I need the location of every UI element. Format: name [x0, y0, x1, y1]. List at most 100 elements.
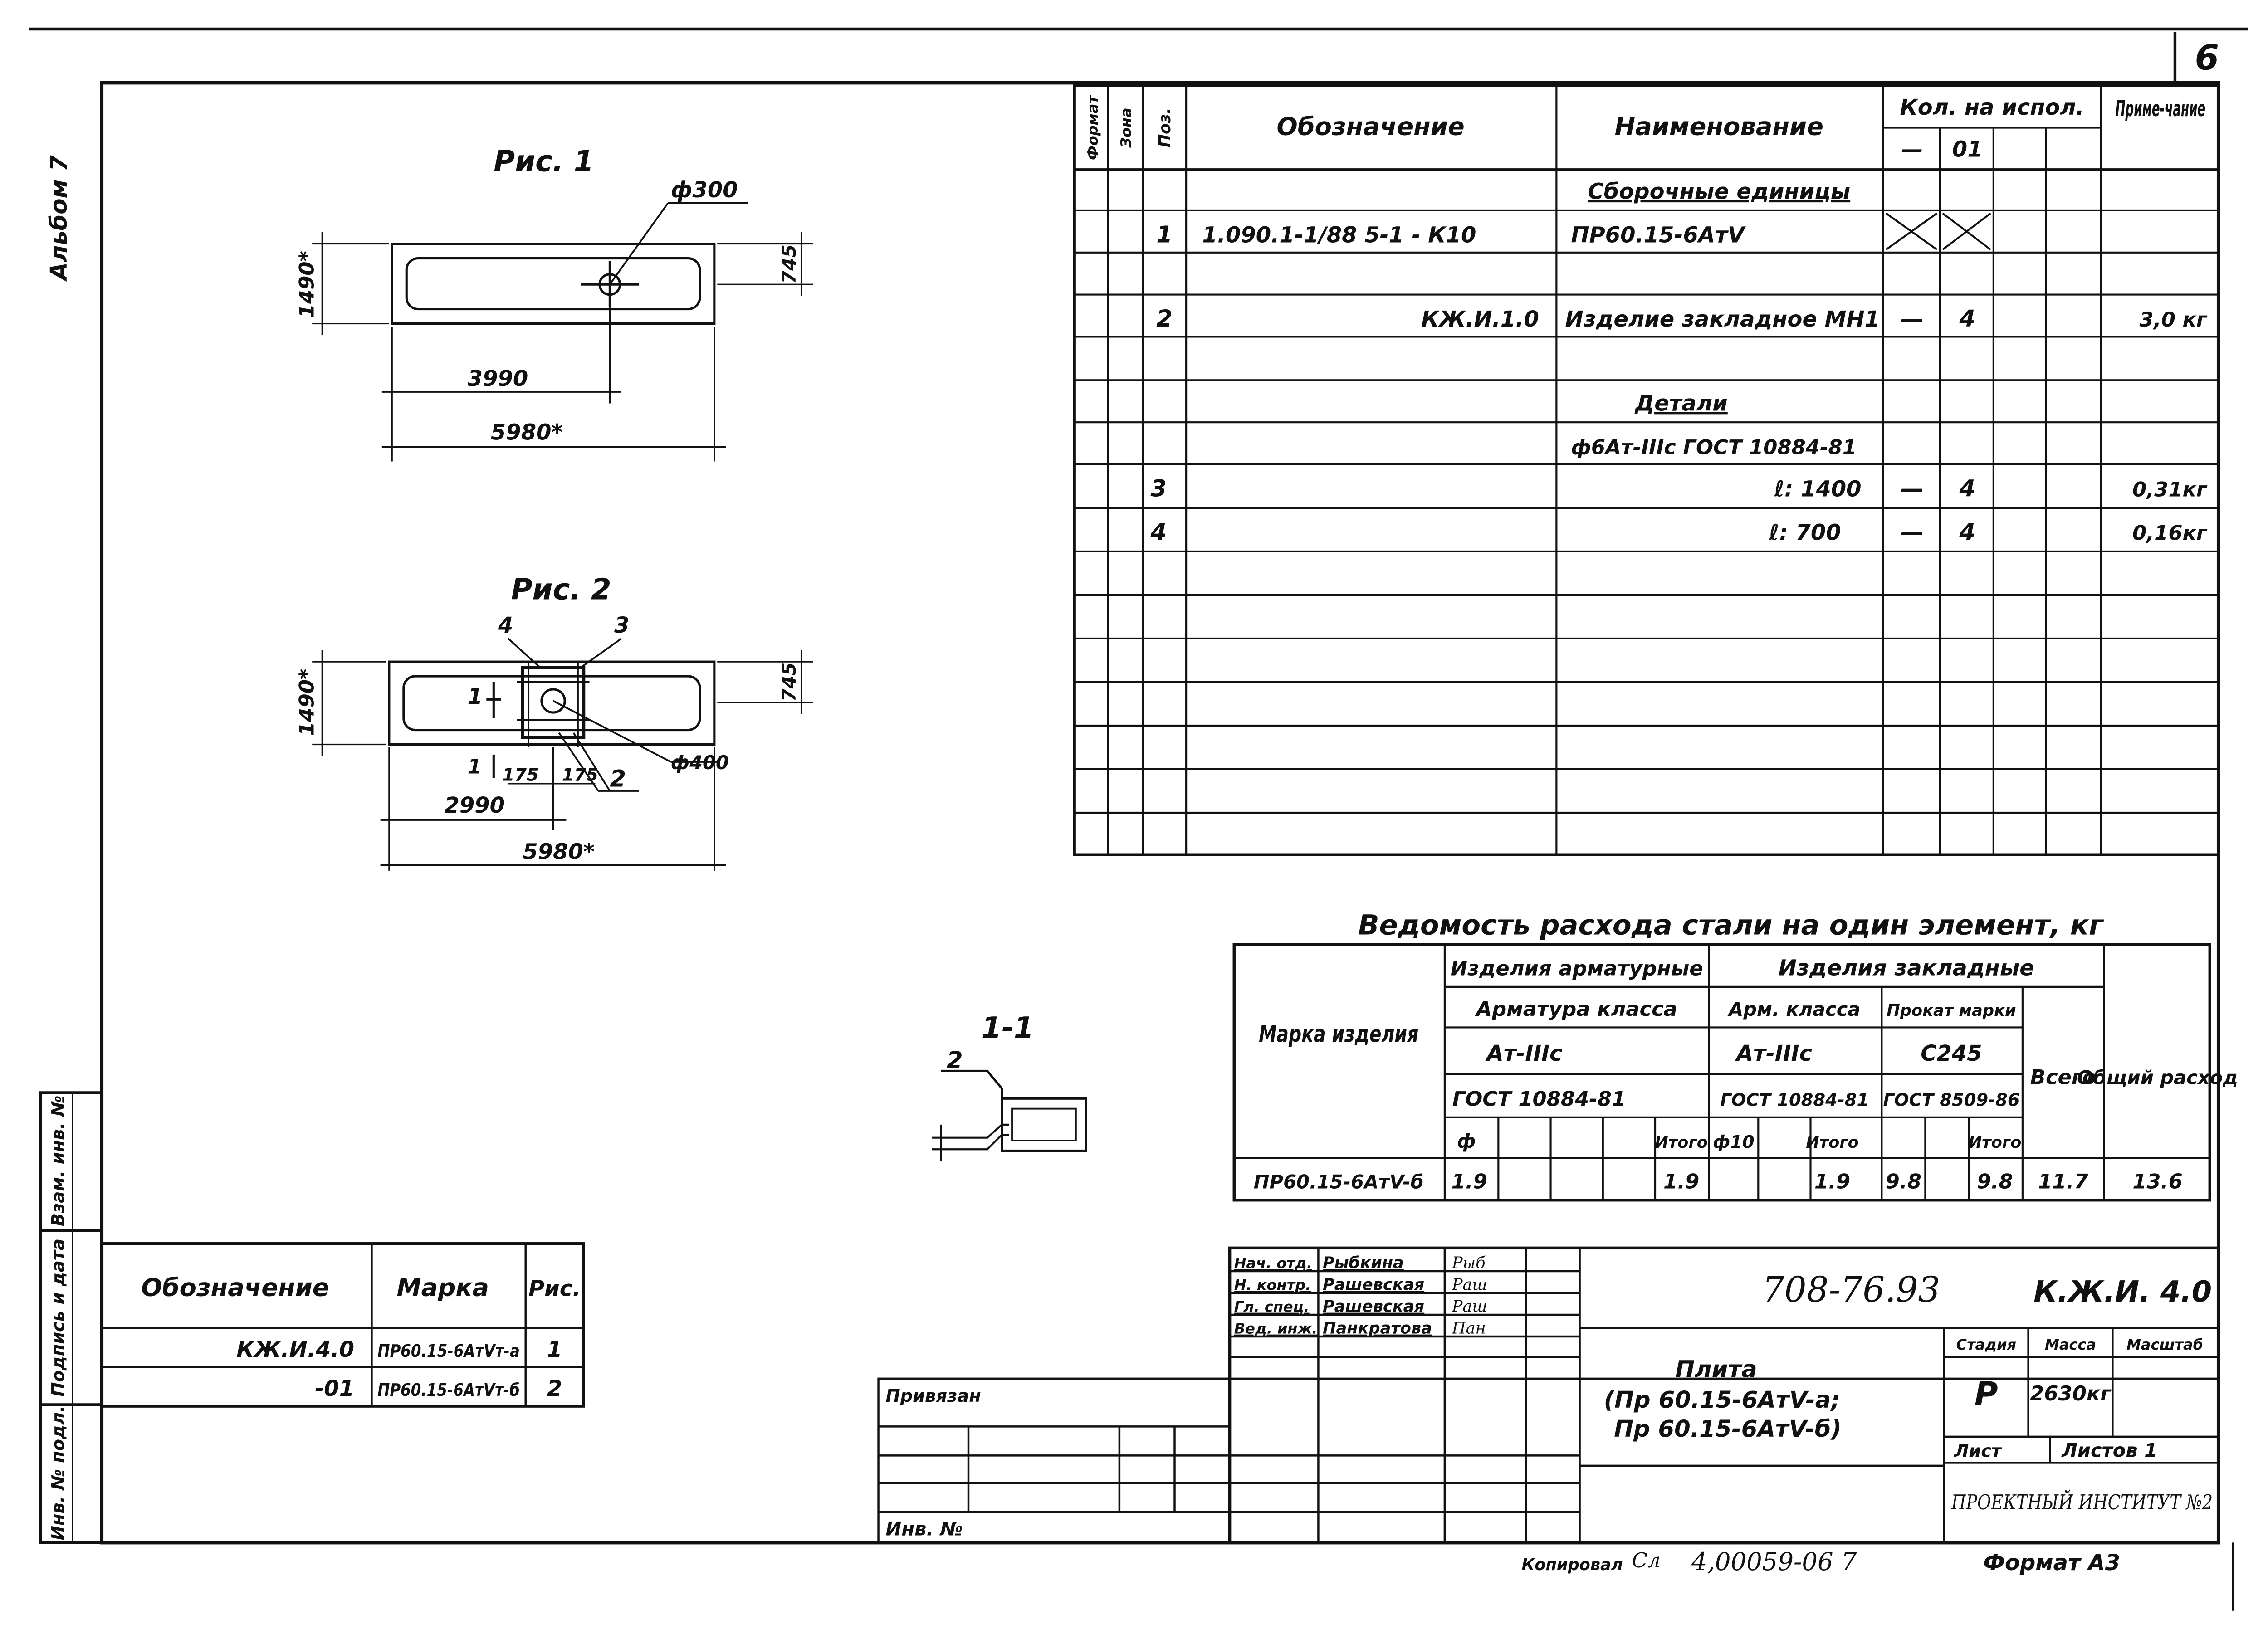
tb-name-1: Рашевская: [1323, 1276, 1424, 1294]
variants-hdr-fig: Рис.: [528, 1276, 581, 1301]
steel-row-v3: 9.8: [1886, 1170, 1921, 1194]
tb-sign-1: Раш: [1452, 1276, 1487, 1294]
fig2-hole: ф400: [671, 751, 729, 774]
tb-product-l1: Плита: [1675, 1356, 1757, 1383]
sheet-number: 6: [2195, 38, 2219, 78]
steel-row-v2-total: 1.9: [1814, 1170, 1850, 1194]
footer: Копировал Сл 4,00059-06 7 Формат А3: [1522, 1547, 2121, 1576]
steel-title: Ведомость расхода стали на один элемент,…: [1358, 910, 2104, 941]
binding-attached: Привязан: [886, 1386, 981, 1406]
binding-inv: Инв. №: [886, 1517, 963, 1540]
spec-row-4-name: ф6Ат-IIIс ГОСТ 10884-81: [1571, 435, 1857, 459]
section-title: 1-1: [982, 1011, 1034, 1045]
figure-1: Рис. 1 ф300 1490* 745 3990: [294, 145, 813, 462]
stamp-inv: Инв. № подл.: [48, 1405, 68, 1540]
tb-product-l3: Пр 60.15-6АтV-б): [1614, 1415, 1842, 1443]
fig2-half-height: 745: [778, 663, 800, 702]
steel-rolled: Прокат марки: [1887, 1001, 2016, 1020]
spec-row-2-name: Изделие закладное МН1: [1565, 307, 1880, 332]
steel-embed-gost: ГОСТ 10884-81: [1720, 1090, 1869, 1110]
variants-row-0-mark: ПР60.15-6АтVт-а: [377, 1341, 520, 1361]
steel-itogo-1: Итого: [1655, 1133, 1708, 1152]
fig2-section-mark: 1: [468, 755, 482, 779]
figure-2: Рис. 2 4 3: [294, 573, 813, 871]
steel-d1: ф: [1457, 1130, 1476, 1152]
steel-rebar-group: Изделия арматурные: [1451, 956, 1703, 980]
spec-row-5-note: 0,31кг: [2132, 477, 2208, 501]
tb-product-l2: (Пр 60.15-6АтV-а;: [1604, 1386, 1840, 1414]
spec-table: Формат Зона Поз. Обозначение Наименовани…: [1073, 84, 2220, 856]
variants-hdr-mark: Марка: [397, 1273, 489, 1302]
spec-row-5-q1: —: [1901, 475, 1924, 502]
variants-row-0-designation: КЖ.И.4.0: [236, 1337, 354, 1362]
fig2-dim-b: 175: [562, 765, 598, 785]
steel-row-v1: 1.9: [1452, 1170, 1487, 1194]
variants-row-1-fig: 2: [547, 1376, 562, 1401]
spec-row-5-pos: 3: [1150, 475, 1167, 502]
sheet-frame: [29, 27, 2248, 1611]
steel-embed-class: Арм. класса: [1727, 998, 1860, 1020]
steel-row-v3-total: 9.8: [1977, 1170, 2013, 1194]
spec-row-3-name: Детали: [1634, 391, 1727, 416]
spec-hdr-qty: Кол. на испол.: [1900, 95, 2084, 120]
steel-itogo-2: Итого: [1806, 1133, 1859, 1152]
spec-row-2-pos: 2: [1156, 305, 1173, 332]
tb-name-0: Рыбкина: [1323, 1254, 1404, 1273]
steel-overall-header: Общий расход: [2077, 1066, 2238, 1088]
tb-role-2: Гл. спец.: [1234, 1298, 1310, 1316]
steel-itogo-3: Итого: [1969, 1133, 2022, 1152]
fig2-dim-a: 175: [503, 765, 539, 785]
spec-row-1-name: ПР60.15-6АтV: [1571, 222, 1746, 248]
variants-hdr-designation: Обозначение: [141, 1273, 329, 1302]
tb-mass: 2630кг: [2030, 1381, 2112, 1405]
footer-format: Формат А3: [1983, 1550, 2120, 1575]
fig1-offset: 3990: [468, 366, 528, 391]
spec-row-2-designation: КЖ.И.1.0: [1421, 307, 1539, 332]
spec-row-1-pos: 1: [1156, 221, 1173, 248]
fig2-offset: 2990: [444, 793, 505, 818]
steel-row-total: 11.7: [2038, 1170, 2088, 1194]
spec-row-5-q2: 4: [1959, 475, 1975, 502]
spec-hdr-format: Формат: [1084, 94, 1101, 160]
spec-row-1-designation: 1.090.1-1/88 5-1 - К10: [1202, 222, 1476, 248]
spec-row-6-q2: 4: [1959, 518, 1975, 546]
section-1-1: 1-1 2: [932, 1011, 1087, 1161]
variants-table: Обозначение Марка Рис. КЖ.И.4.0 ПР60.15-…: [100, 1242, 585, 1408]
tb-name-2: Рашевская: [1323, 1297, 1424, 1316]
tb-code: 708-76.93: [1762, 1270, 1940, 1310]
fig2-pos4: 4: [498, 613, 513, 638]
stamp-vzam: Взам. инв. №: [48, 1096, 68, 1227]
spec-row-2-note: 3,0 кг: [2140, 307, 2208, 332]
fig1-length: 5980*: [491, 420, 563, 445]
spec-row-2-q1: —: [1901, 305, 1924, 332]
spec-hdr-note: Приме-чание: [2116, 96, 2205, 122]
tb-sign-2: Раш: [1452, 1297, 1487, 1316]
spec-row-0-name: Сборочные единицы: [1588, 179, 1851, 204]
stamp-sign: Подпись и дата: [48, 1239, 68, 1397]
title-block: Нач. отд. Рыбкина Рыб Н. контр. Рашевска…: [1228, 1246, 2220, 1544]
steel-row-mark: ПР60.15-6АтV-б: [1254, 1171, 1424, 1193]
fig1-title: Рис. 1: [494, 145, 594, 179]
fig2-title: Рис. 2: [511, 573, 611, 607]
tb-sheets-label: Листов 1: [2061, 1439, 2157, 1462]
fig1-half-height: 745: [778, 244, 800, 284]
spec-row-5-name: ℓ: 1400: [1774, 476, 1861, 502]
steel-rebar-grade: Ат-IIIс: [1485, 1041, 1562, 1066]
tb-role-1: Н. контр.: [1234, 1277, 1311, 1294]
tb-org: ПРОЕКТНЫЙ ИНСТИТУТ №2: [1951, 1489, 2213, 1514]
steel-row-overall: 13.6: [2132, 1170, 2183, 1194]
variants-row-1-mark: ПР60.15-6АтVт-б: [377, 1380, 520, 1400]
spec-row-6-q1: —: [1901, 518, 1924, 546]
spec-hdr-designation: Обозначение: [1276, 112, 1464, 141]
footer-number: 4,00059-06 7: [1691, 1547, 1857, 1576]
footer-copied: Копировал: [1522, 1556, 1623, 1574]
spec-row-6-note: 0,16кг: [2132, 521, 2208, 545]
steel-row-v1-total: 1.9: [1663, 1170, 1699, 1194]
spec-hdr-qty-sub1: —: [1901, 137, 1923, 162]
steel-total-header: Всего: [2030, 1065, 2096, 1089]
spec-hdr-qty-sub2: 01: [1952, 137, 1983, 162]
tb-sign-3: Пан: [1452, 1319, 1486, 1338]
tb-name-3: Панкратова: [1323, 1319, 1432, 1338]
variants-row-0-fig: 1: [547, 1337, 562, 1362]
section-pos: 2: [947, 1047, 963, 1074]
